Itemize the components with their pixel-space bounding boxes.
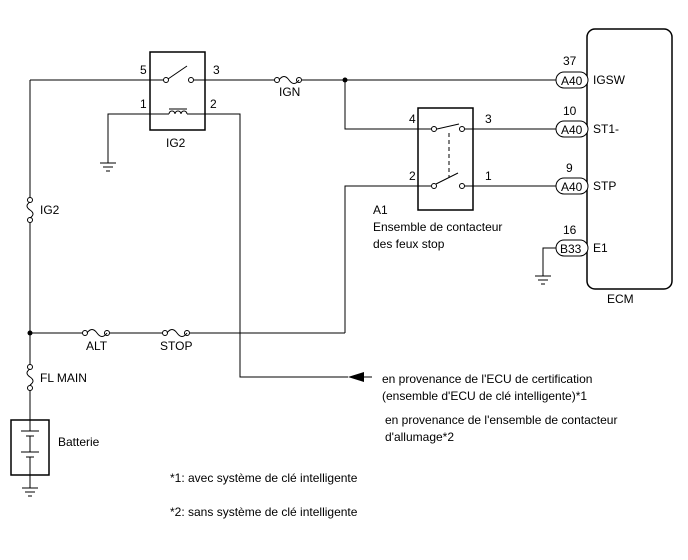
wire-e1-to-ground: [542, 247, 556, 276]
fuse-alt-label: ALT: [86, 339, 108, 353]
ground-battery-icon: [22, 487, 38, 497]
stop-switch-contact-1: [459, 183, 465, 189]
ground-relay-icon: [100, 162, 116, 172]
fuse-stop: STOP: [160, 329, 192, 353]
stop-switch-pin-1: 1: [485, 169, 492, 183]
stop-switch-pin-3: 3: [485, 112, 492, 126]
ecm-signal-igsw: IGSW: [593, 73, 626, 87]
stop-switch-name-line2: des feux stop: [373, 237, 445, 251]
relay-ig2: 5 3 1 2 IG2: [140, 51, 220, 150]
ecm-signal-e1: E1: [593, 241, 608, 255]
ecm: ECM 37 A40 IGSW 10 A40 ST1- 9 A40 STP 16…: [555, 28, 673, 306]
junction-dot-left: [27, 330, 33, 336]
fuse-fl-main-terminal-bottom: [27, 385, 33, 391]
fuse-stop-icon: [166, 329, 188, 337]
battery: Batterie: [10, 419, 100, 476]
battery-label: Batterie: [58, 435, 100, 449]
stop-switch-id: A1: [373, 203, 388, 217]
ecm-connector-igsw: [555, 71, 589, 89]
source-note-line2: (ensemble d'ECU de clé intelligente)*1: [382, 389, 587, 403]
footnote-1: *1: avec système de clé intelligente: [170, 471, 358, 485]
stop-switch-pin-4: 4: [409, 112, 416, 126]
relay-pin-5: 5: [140, 63, 147, 77]
relay-ig2-box: [149, 51, 206, 131]
fuse-fl-main: FL MAIN: [26, 364, 87, 391]
ground-ecm-icon: [535, 275, 551, 285]
fuse-fl-main-icon: [26, 368, 34, 386]
stop-switch-pin-2: 2: [409, 169, 416, 183]
ecm-label: ECM: [607, 292, 634, 306]
fuse-ign-icon: [278, 76, 300, 84]
junction-dot-top: [342, 77, 348, 83]
ecm-signal-st1: ST1-: [593, 122, 619, 136]
source-note-line3: en provenance de l'ensemble de contacteu…: [385, 413, 617, 427]
ecm-connector-st1: [555, 120, 589, 138]
relay-switch-blade: [167, 65, 188, 80]
fuse-alt-icon: [86, 329, 108, 337]
wire-switch2-to-stop: [344, 185, 418, 333]
relay-contact-b: [188, 77, 194, 83]
relay-pin-1: 1: [140, 97, 147, 111]
stop-switch-blade-lower: [435, 172, 459, 185]
ecm-pin-10: 10: [563, 104, 577, 118]
fuse-alt-terminal-left: [82, 330, 88, 336]
relay-pin-3: 3: [213, 63, 220, 77]
relay-label: IG2: [166, 136, 186, 150]
fuse-ig2-terminal-bottom: [27, 217, 33, 223]
ecm-connector-stp: [555, 177, 589, 195]
fuse-stop-terminal-left: [162, 330, 168, 336]
ecm-box: [586, 28, 673, 290]
source-note-line4: d'allumage*2: [385, 430, 454, 444]
relay-coil-icon: [168, 110, 188, 115]
fuse-ign-label: IGN: [279, 85, 300, 99]
wire-coil1-to-ground: [107, 113, 150, 163]
ecm-connector-label-st1: A40: [561, 123, 583, 137]
fuse-stop-label: STOP: [160, 339, 192, 353]
fuse-ig2: IG2: [26, 197, 60, 223]
stop-switch-contact-4: [431, 126, 437, 132]
relay-pin-2: 2: [210, 97, 217, 111]
stop-switch-name-line1: Ensemble de contacteur: [373, 220, 502, 234]
ecm-signal-stp: STP: [593, 179, 616, 193]
source-note-line1: en provenance de l'ECU de certification: [382, 372, 592, 386]
stop-switch: 4 3 2 1 A1 Ensemble de contacteur des fe…: [373, 107, 502, 251]
stop-switch-blade-upper: [436, 123, 460, 130]
relay-contact-a: [163, 77, 169, 83]
fuse-fl-main-label: FL MAIN: [40, 371, 87, 385]
battery-cell-icon: [21, 420, 39, 475]
fuse-ign-terminal-left: [274, 77, 280, 83]
ecm-pin-37: 37: [563, 54, 577, 68]
ecm-connector-label-e1: B33: [560, 242, 582, 256]
wire-junction-to-switch4: [344, 80, 418, 130]
ecm-connector-label-igsw: A40: [561, 74, 583, 88]
stop-switch-contact-2: [431, 183, 437, 189]
footnote-2: *2: sans système de clé intelligente: [170, 505, 358, 519]
ecm-pin-16: 16: [563, 223, 577, 237]
ecm-connector-label-stp: A40: [561, 180, 583, 194]
fuse-ig2-label: IG2: [40, 203, 60, 217]
fuse-ign: IGN: [274, 76, 302, 99]
source-arrow-icon: [348, 372, 364, 382]
fuse-ig2-icon: [26, 201, 34, 219]
fuse-alt: ALT: [82, 329, 110, 353]
fuse-ig2-terminal-top: [27, 197, 33, 203]
wire-coil2-to-source: [205, 113, 348, 378]
ecm-pin-9: 9: [566, 161, 573, 175]
fuse-fl-main-terminal-top: [27, 364, 33, 370]
stop-switch-box: [417, 107, 474, 211]
ecm-connector-e1: [555, 239, 589, 257]
stop-switch-contact-3: [459, 126, 465, 132]
